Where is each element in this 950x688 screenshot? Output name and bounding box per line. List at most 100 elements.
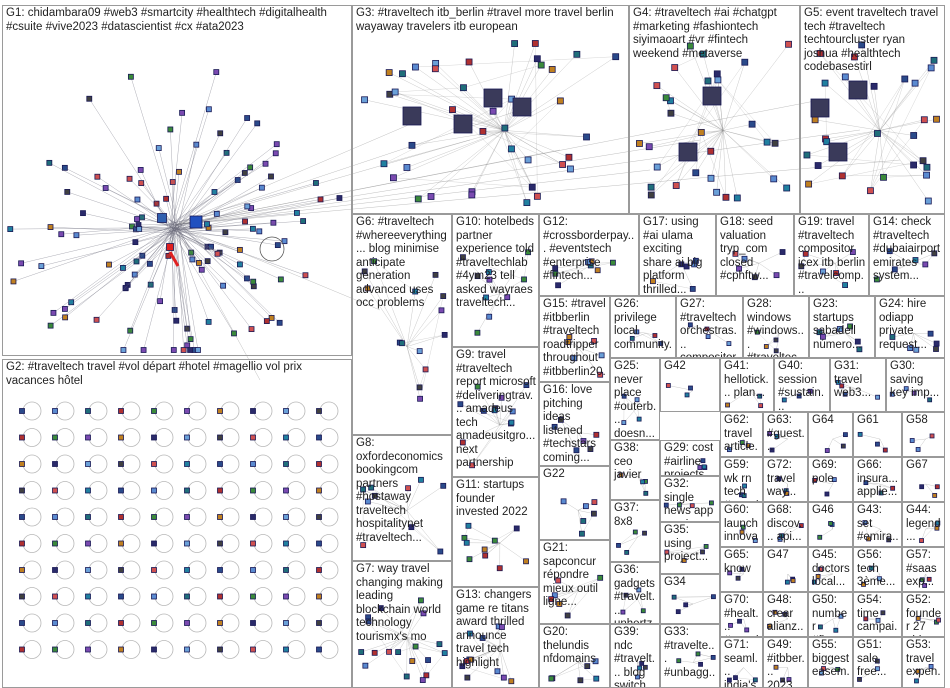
group-node (460, 254, 466, 261)
group-node (823, 138, 831, 146)
g2-node (217, 646, 223, 653)
group-node (684, 392, 690, 398)
group-edge (415, 66, 505, 131)
group-panel-g28: G28: windows #windows... #traveltec... (743, 296, 809, 358)
group-node (739, 529, 745, 535)
group-panel-g33: G33: #travelte... #unbagg... (660, 624, 720, 688)
group-edge (406, 130, 505, 168)
g1-node (7, 226, 14, 232)
group-edge (577, 662, 597, 679)
group-edge (492, 111, 528, 203)
group-node (847, 323, 853, 330)
group-edge (865, 482, 893, 489)
group-node (880, 610, 886, 616)
group-edge (814, 480, 833, 485)
group-node (857, 431, 863, 437)
group-edge (551, 662, 579, 679)
g1-node (94, 173, 101, 180)
g2-node (151, 461, 157, 467)
group-node (886, 537, 892, 543)
group-node (368, 484, 375, 491)
group-edge (879, 130, 929, 202)
group-edge (712, 332, 730, 344)
g1-edge (178, 231, 208, 262)
g1-node (18, 260, 25, 267)
g1-node (176, 168, 182, 175)
group-panel-g69: G69: pole (808, 457, 853, 502)
group-node (922, 583, 928, 588)
group-node (839, 383, 845, 389)
group-label-g21: G21: sapconcur répondre mieux outil lign… (543, 542, 602, 608)
group-edge (388, 600, 422, 652)
group-edge (717, 79, 768, 143)
g1-node (214, 250, 221, 257)
group-edge (504, 43, 515, 131)
group-label-g49: G49: #itbber... 2023... (767, 639, 805, 688)
group-edge (504, 43, 536, 131)
group-edge (638, 589, 644, 611)
group-node (758, 403, 764, 409)
g2-node (52, 593, 58, 600)
g1-node (80, 210, 86, 217)
group-panel-g21: G21: sapconcur répondre mieux outil lign… (539, 540, 610, 624)
group-edge (364, 271, 408, 347)
g1-node (187, 347, 194, 353)
group-node (915, 447, 921, 452)
group-edge (406, 485, 444, 511)
group-edge (758, 251, 783, 264)
group-label-g42: G42 (664, 360, 686, 372)
group-node (616, 543, 621, 548)
group-edge (504, 130, 570, 158)
group-panel-g12: G12: #crossborderpay... #eventstech #ent… (539, 214, 639, 296)
g1-node (272, 150, 279, 157)
g1-edge (10, 227, 178, 230)
group-node (821, 666, 826, 671)
group-label-g8: G8: oxfordeconomics bookingcom partners … (356, 437, 447, 544)
group-node (523, 199, 531, 207)
group-node (556, 97, 564, 105)
group-edge (892, 332, 914, 338)
group-panel-g47: G47 (763, 547, 808, 592)
g1-node (317, 196, 324, 203)
g2-node (250, 540, 256, 547)
g1-node (250, 278, 257, 285)
group-panel-g32: G32: single news app movies... (660, 476, 720, 522)
group-node (560, 498, 567, 505)
group-node (481, 546, 488, 553)
group-edge (666, 546, 707, 553)
group-node (637, 665, 642, 671)
g1-node (196, 260, 202, 266)
g1-edge (175, 225, 200, 264)
g1-node (140, 347, 147, 353)
group-node (725, 402, 730, 408)
g1-node (250, 225, 256, 232)
group-node (875, 394, 880, 400)
group-label-g4: G4: #traveltech #ai #chatgpt #marketing … (633, 7, 781, 60)
group-node (838, 172, 846, 180)
g2-node (250, 593, 256, 600)
group-node (552, 270, 559, 277)
group-node (770, 175, 778, 183)
group-node (874, 658, 880, 664)
g1-edge (177, 117, 248, 230)
g2-node (184, 620, 190, 626)
group-edge (499, 647, 512, 682)
g1-edge (169, 221, 246, 232)
group-edge (367, 288, 408, 347)
g2-node (217, 620, 223, 626)
g1-edge (169, 223, 177, 321)
group-edge (690, 324, 713, 334)
group-node (662, 94, 670, 102)
g2-node (316, 593, 322, 600)
group-panel-g70: G70: #healt... #travel... (720, 592, 763, 637)
group-node (841, 73, 849, 81)
group-node (726, 341, 732, 347)
group-node (828, 521, 833, 526)
group-node (781, 397, 787, 403)
group-node (824, 448, 830, 453)
group-panel-g24: G24: hire odiapp private request... (875, 296, 945, 358)
group-edge (692, 596, 714, 605)
group-node (889, 334, 896, 340)
group-edge (504, 56, 616, 131)
group-panel-g25: G25: never place #outerb... doesn... (610, 358, 660, 440)
